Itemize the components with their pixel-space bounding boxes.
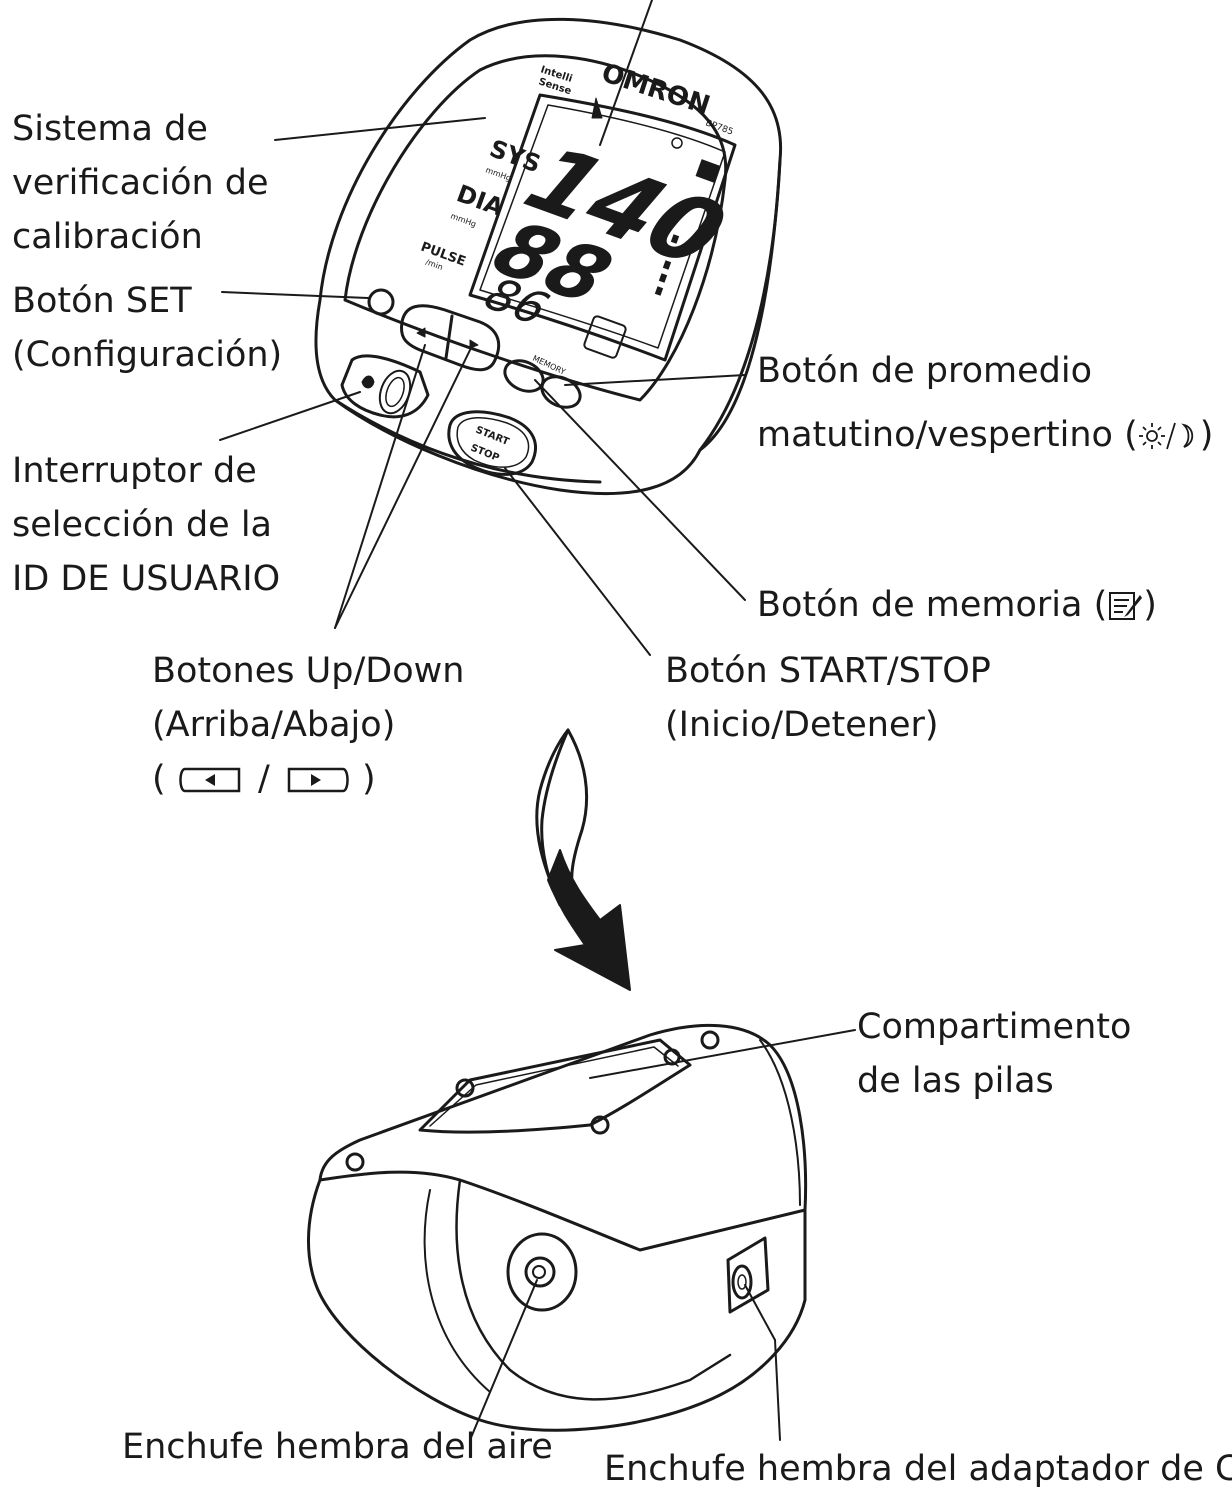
label-set-button: Botón SET (Configuración) — [12, 274, 282, 382]
label-text: ) — [1143, 585, 1157, 625]
monitor-side — [698, 158, 782, 452]
label-line: de las pilas — [857, 1061, 1054, 1101]
label-memory-button: Botón de memoria ( ) — [757, 578, 1157, 632]
label-air-jack: Enchufe hembra del aire — [122, 1420, 553, 1474]
label-line: Botones Up/Down — [152, 651, 465, 691]
leader-lines-bottom — [469, 1029, 856, 1441]
label-text: Enchufe hembra del aire — [122, 1427, 553, 1467]
stop-label: STOP — [469, 443, 501, 464]
label-line: Botón START/STOP — [665, 651, 991, 691]
label-start-stop-button: Botón START/STOP (Inicio/Detener) — [665, 644, 991, 752]
label-text: Enchufe hembra del adaptador de CA — [604, 1449, 1232, 1489]
label-line: Botón SET — [12, 281, 192, 321]
monitor-rear-illustration — [307, 1023, 808, 1432]
label-text: Botón de memoria ( — [757, 585, 1108, 625]
label-line: Interruptor de — [12, 451, 257, 491]
label-average-button: Botón de promedio matutino/vespertino ( … — [757, 344, 1213, 462]
label-line: matutino/vespertino ( ) — [757, 408, 1213, 462]
label-line: calibración — [12, 217, 203, 257]
label-battery-compartment: Compartimento de las pilas — [857, 1000, 1131, 1108]
left-arrow-key-icon — [179, 767, 241, 793]
user-id-switch-illustration — [340, 354, 430, 419]
label-user-id-switch: Interruptor de selección de la ID DE USU… — [12, 444, 280, 606]
label-line: (Arriba/Abajo) — [152, 705, 396, 745]
start-stop-button-illustration — [447, 410, 537, 476]
rear-base — [307, 1178, 807, 1432]
label-line: (Configuración) — [12, 335, 283, 375]
dia-unit: mmHg — [449, 211, 477, 229]
paren-open: ( — [152, 759, 166, 799]
label-text: ) — [1199, 415, 1214, 455]
paren-close: ) — [362, 759, 376, 799]
label-line-symbols: ( / ) — [152, 752, 464, 806]
curved-arrow-icon — [535, 728, 631, 991]
device-labels: OMRON BP785 Intelli Sense SYS mmHg DIA m… — [419, 58, 744, 464]
label-up-down-buttons: Botones Up/Down (Arriba/Abajo) ( / ) — [152, 644, 464, 806]
slash-separator: / — [257, 759, 270, 799]
set-button-illustration — [367, 288, 395, 316]
label-line: ID DE USUARIO — [12, 559, 281, 599]
rear-top-surface — [318, 1023, 808, 1252]
label-line: verificación de — [12, 163, 269, 203]
ac-jack-illustration — [726, 1236, 770, 1314]
label-line: Compartimento — [857, 1007, 1132, 1047]
brand-logo: OMRON — [598, 58, 714, 121]
monitor-front-illustration — [314, 17, 783, 496]
label-line: Sistema de — [12, 109, 208, 149]
leader-lines-top — [219, 0, 746, 656]
battery-compartment-illustration — [418, 1038, 692, 1134]
label-line: selección de la — [12, 505, 273, 545]
lcd-screen — [468, 93, 737, 362]
right-arrow-key-icon — [287, 767, 349, 793]
up-down-buttons-illustration — [400, 304, 501, 372]
memory-note-icon — [1109, 592, 1143, 620]
label-ac-adapter-jack: Enchufe hembra del adaptador de CA — [604, 1442, 1232, 1496]
label-line: Botón de promedio — [757, 351, 1092, 391]
label-line: (Inicio/Detener) — [665, 705, 939, 745]
label-calibration-system: Sistema de verificación de calibración — [12, 102, 269, 264]
label-text: matutino/vespertino ( — [757, 415, 1138, 455]
sun-moon-icon — [1138, 422, 1193, 450]
air-jack-illustration — [506, 1232, 578, 1312]
average-button-illustration — [540, 375, 582, 409]
